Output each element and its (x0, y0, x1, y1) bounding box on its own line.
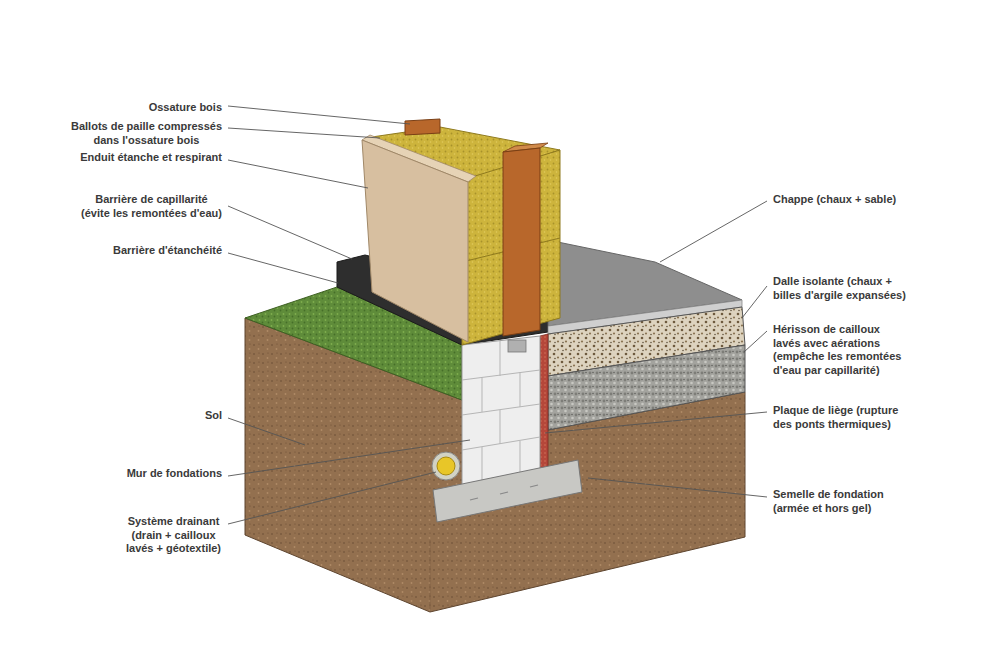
part-label: Semelle de fondation (armée et hors gel) (773, 488, 885, 515)
part-label: Dalle isolante (chaux + billes d'argile … (773, 275, 906, 302)
part-label: Barrière d'étanchéité (112, 244, 222, 258)
part-label: Plaque de liège (rupture des ponts therm… (773, 404, 900, 431)
part-label: Système drainant (drain + cailloux lavés… (125, 515, 222, 556)
leader-lines (228, 106, 767, 524)
part-label: Hérisson de cailloux lavés avec aération… (773, 323, 902, 377)
part-label: Mur de fondations (125, 467, 222, 481)
part-label: Chappe (chaux + sable) (773, 193, 898, 207)
part-label: Ballots de paille compressés dans l'ossa… (71, 120, 222, 147)
part-label: Barrière de capillarité (évite les remon… (81, 193, 222, 220)
part-label: Sol (203, 409, 222, 423)
part-label: Enduit étanche et respirant (79, 151, 222, 165)
part-label: Ossature bois (147, 101, 222, 115)
